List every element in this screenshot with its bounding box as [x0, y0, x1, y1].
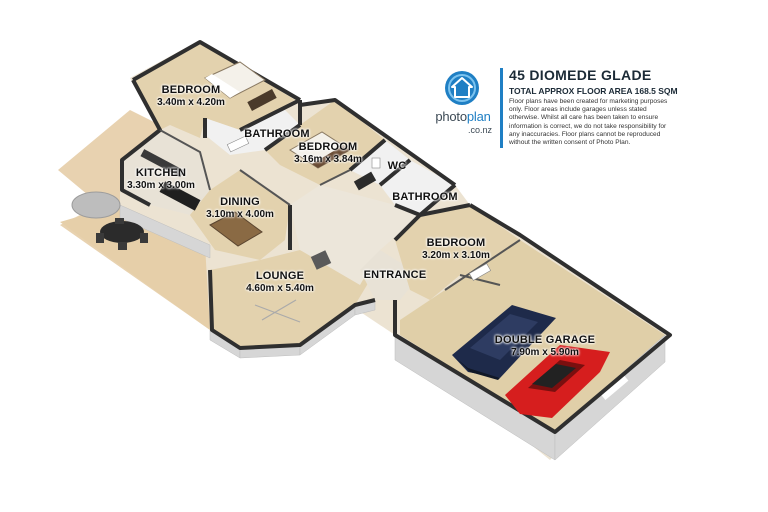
- room-label-bathroom-1: BATHROOM: [244, 128, 310, 140]
- umbrella: [71, 191, 121, 219]
- toilet: [371, 157, 381, 169]
- property-title: 45 DIOMEDE GLADE: [509, 67, 652, 83]
- room-label-entrance: ENTRANCE: [363, 269, 427, 281]
- kitchen-bench: [140, 149, 184, 178]
- wall-tops-thin: [159, 129, 521, 291]
- room-label-dining: DINING 3.10m x 4.00m: [206, 196, 274, 220]
- car-red: [505, 345, 610, 418]
- disclaimer-text: Floor plans have been created for market…: [509, 98, 668, 147]
- brand-domain: .co.nz: [467, 125, 492, 135]
- wall-tops: [120, 40, 672, 434]
- tv-unit: [310, 250, 332, 270]
- room-label-bedroom-3: BEDROOM 3.20m x 3.10m: [422, 237, 490, 261]
- desk-3: [468, 263, 492, 281]
- outdoor-chairs: [96, 218, 148, 250]
- bathroom-2-floor: [380, 160, 455, 215]
- outdoor-table: [100, 221, 144, 243]
- lounge-floor: [210, 250, 370, 348]
- dining-table: [209, 211, 263, 247]
- room-label-bedroom-1: BEDROOM 3.40m x 4.20m: [157, 84, 225, 108]
- wardrobe-1: [247, 89, 277, 111]
- total-floor-area: TOTAL APPROX FLOOR AREA 168.5 SQM: [509, 86, 678, 96]
- room-label-lounge: LOUNGE 4.60m x 5.40m: [246, 270, 314, 294]
- room-label-wc: WC: [387, 160, 407, 172]
- room-label-kitchen: KITCHEN 3.30m x 3.00m: [127, 167, 195, 191]
- brand-name: photoplan: [435, 109, 491, 124]
- header-divider: [500, 68, 503, 148]
- dining-floor: [190, 170, 290, 260]
- bed-2: [289, 131, 351, 169]
- car-blue: [452, 305, 556, 380]
- bed-1: [204, 61, 266, 99]
- entrance-floor: [360, 250, 420, 300]
- rug-line: [254, 304, 301, 323]
- garage-door-panel: [601, 376, 629, 400]
- kitchen-island: [159, 181, 201, 211]
- house-logo-icon: [445, 71, 479, 105]
- vanity-1: [226, 135, 250, 153]
- room-label-bathroom-2: BATHROOM: [392, 191, 458, 203]
- bathtub: [353, 171, 377, 191]
- bedroom-1-floor: [133, 42, 295, 138]
- rug-line-2: [261, 299, 297, 321]
- room-label-bedroom-2: BEDROOM 3.16m x 3.84m: [294, 141, 362, 165]
- room-label-garage: DOUBLE GARAGE 7.90m x 5.90m: [494, 334, 596, 358]
